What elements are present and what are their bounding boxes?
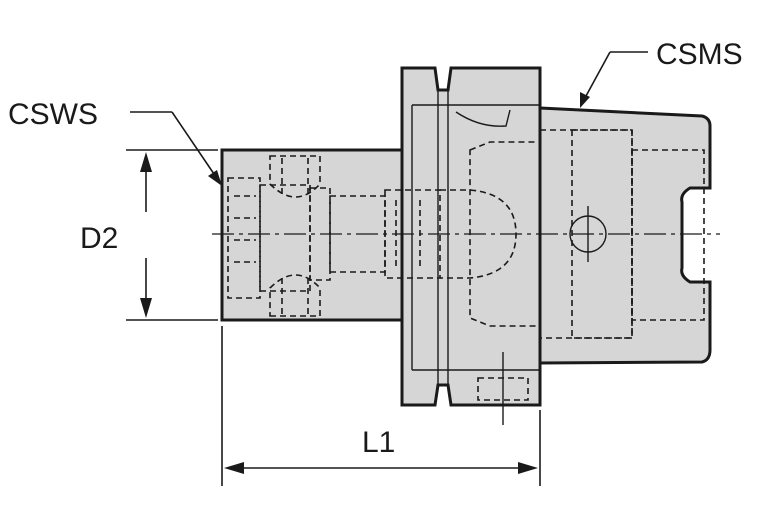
d2-label: D2 bbox=[80, 222, 118, 255]
csms-leader bbox=[580, 51, 648, 108]
csws-end bbox=[220, 148, 404, 322]
csws-label: CSWS bbox=[8, 98, 98, 131]
d2-dimension bbox=[126, 149, 218, 321]
csms-label: CSMS bbox=[656, 38, 743, 71]
csws-leader bbox=[130, 111, 222, 186]
csms-end bbox=[538, 106, 712, 365]
l1-dimension bbox=[221, 326, 541, 486]
l1-label: L1 bbox=[362, 426, 395, 459]
flange bbox=[400, 66, 542, 407]
flange-groove-lines bbox=[411, 90, 540, 385]
tool-holder-body bbox=[220, 66, 712, 407]
